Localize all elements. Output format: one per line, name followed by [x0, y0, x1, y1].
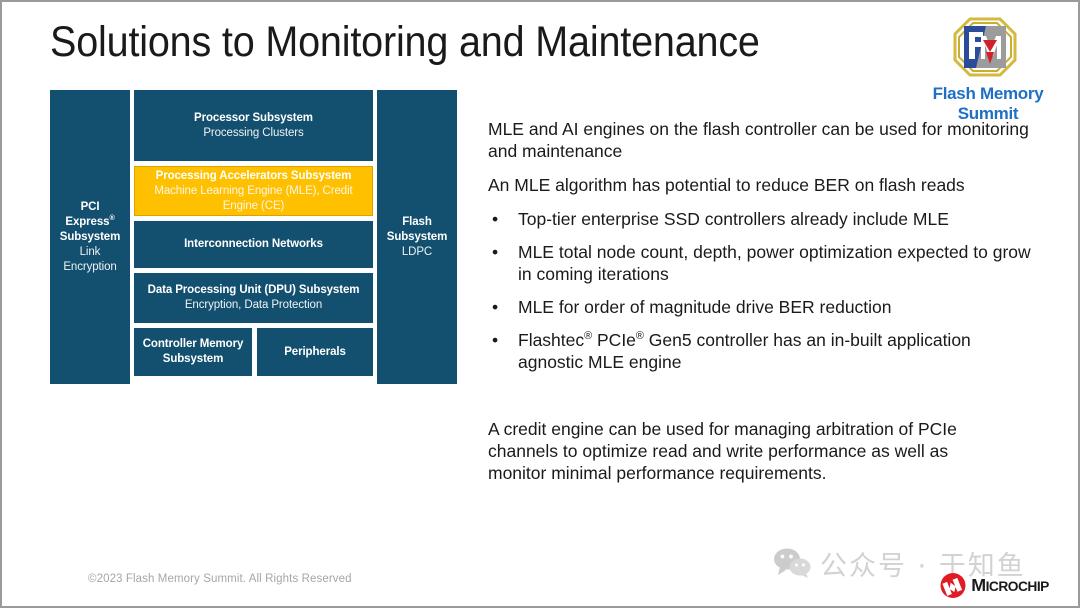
intro-paragraph-2: An MLE algorithm has potential to reduce…: [488, 175, 965, 195]
block-title-line2: Subsystem: [59, 230, 121, 243]
microchip-emblem-icon: [940, 572, 966, 598]
block-processing-accelerators-subsystem: Processing Accelerators Subsystem Machin…: [134, 166, 373, 216]
controller-block-diagram: PCI Express® Subsystem Link Encryption F…: [50, 90, 457, 384]
block-pci-express-subsystem: PCI Express® Subsystem Link Encryption: [50, 90, 130, 384]
list-item-text: Top-tier enterprise SSD controllers alre…: [518, 209, 949, 229]
microchip-logo: MICROCHIP: [938, 570, 1074, 600]
wechat-icon: [774, 548, 811, 578]
block-controller-memory-subsystem: Controller Memory Subsystem: [134, 328, 252, 376]
list-item: • MLE for order of magnitude drive BER r…: [488, 296, 1034, 318]
microchip-wordmark-initial: M: [971, 574, 986, 595]
microchip-wordmark-rest: ICROCHIP: [985, 578, 1050, 594]
list-item: • Top-tier enterprise SSD controllers al…: [488, 208, 1034, 230]
list-item: • Flashtec® PCIe® Gen5 controller has an…: [488, 329, 1034, 373]
page-title: Solutions to Monitoring and Maintenance: [50, 18, 760, 66]
block-subtitle: Link Encryption: [63, 245, 117, 273]
block-data-processing-unit-subsystem: Data Processing Unit (DPU) Subsystem Enc…: [134, 273, 373, 323]
watermark-text: 公众号 · 于知鱼: [820, 550, 1026, 582]
block-title-line2: Subsystem: [386, 230, 448, 243]
fms-wordmark: Flash Memory Summit: [932, 84, 1044, 123]
intro-paragraph-1: MLE and AI engines on the flash controll…: [488, 119, 1029, 161]
block-title: PCI Express®: [65, 200, 115, 228]
bullet-marker-icon: •: [492, 242, 499, 262]
block-title: Peripherals: [284, 345, 346, 358]
list-item: • MLE total node count, depth, power opt…: [488, 241, 1034, 285]
wechat-watermark: 公众号 · 于知鱼: [772, 542, 1026, 584]
block-title: Flash: [402, 215, 432, 228]
block-interconnection-networks: Interconnection Networks: [134, 221, 373, 268]
list-item-text: MLE total node count, depth, power optim…: [518, 242, 1031, 284]
fms-emblem-icon: [953, 17, 1017, 77]
block-processor-subsystem: Processor Subsystem Processing Clusters: [134, 90, 373, 161]
copyright-notice: ©2023 Flash Memory Summit. All Rights Re…: [88, 573, 352, 585]
flash-memory-summit-logo: Flash Memory Summit: [908, 10, 1068, 123]
block-title: Interconnection Networks: [184, 238, 323, 250]
closing-paragraph: A credit engine can be used for managing…: [488, 419, 957, 483]
block-title: Processor Subsystem: [194, 111, 313, 124]
block-subtitle: Encryption, Data Protection: [184, 299, 323, 311]
block-title: Data Processing Unit (DPU) Subsystem: [147, 284, 360, 296]
list-item-text: MLE for order of magnitude drive BER red…: [518, 297, 892, 317]
bullet-marker-icon: •: [492, 330, 499, 350]
block-flash-subsystem: Flash Subsystem LDPC: [377, 90, 457, 384]
block-title: Controller Memory Subsystem: [142, 338, 244, 365]
bullet-marker-icon: •: [492, 297, 499, 317]
block-peripherals: Peripherals: [257, 328, 373, 376]
body-content: MLE and AI engines on the flash controll…: [488, 118, 1034, 384]
microchip-wordmark: MICROCHIP: [971, 575, 1049, 596]
block-subtitle: Machine Learning Engine (MLE), Credit En…: [154, 184, 353, 212]
block-subtitle: Processing Clusters: [203, 126, 304, 139]
bullet-list: • Top-tier enterprise SSD controllers al…: [488, 208, 1034, 373]
block-title: Processing Accelerators Subsystem: [155, 169, 352, 182]
bullet-marker-icon: •: [492, 209, 499, 229]
list-item-text: Flashtec® PCIe® Gen5 controller has an i…: [518, 330, 971, 372]
block-subtitle: LDPC: [401, 245, 433, 258]
